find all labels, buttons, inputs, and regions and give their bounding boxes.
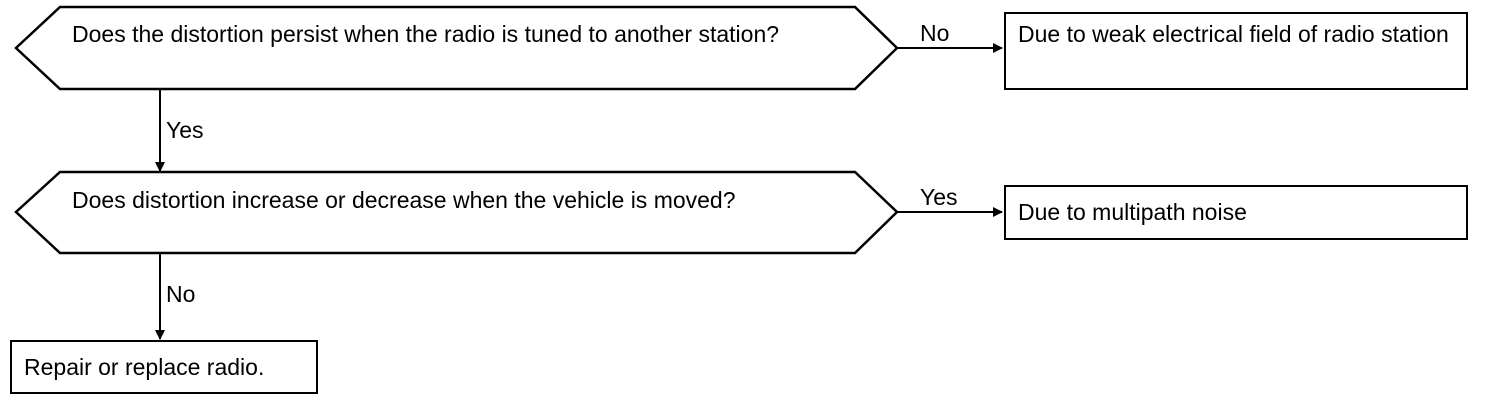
outcome-repair-text: Repair or replace radio. <box>24 354 265 380</box>
decision-1-no-label: No <box>920 20 950 46</box>
outcome-repair-box: Repair or replace radio. <box>10 340 318 394</box>
decision-2-yes-label: Yes <box>920 184 958 210</box>
outcome-weak-field-box: Due to weak electrical field of radio st… <box>1004 12 1468 90</box>
decision-2-shape <box>14 170 899 255</box>
decision-1-shape <box>14 5 899 91</box>
outcome-multipath-text: Due to multipath noise <box>1018 199 1247 225</box>
decision-1-question: Does the distortion persist when the rad… <box>72 21 780 47</box>
decision-2-question: Does distortion increase or decrease whe… <box>72 187 736 213</box>
decision-2-no-label: No <box>166 281 196 307</box>
decision-1-yes-label: Yes <box>166 117 204 143</box>
outcome-weak-field-text: Due to weak electrical field of radio st… <box>1018 21 1449 47</box>
outcome-multipath-box: Due to multipath noise <box>1004 185 1468 240</box>
